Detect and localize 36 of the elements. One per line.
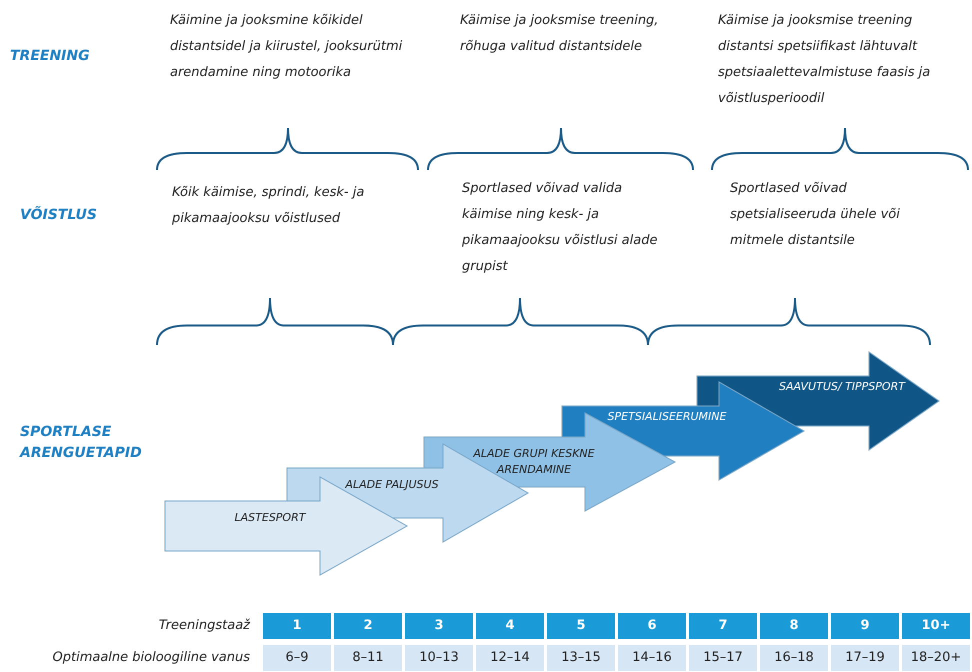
competition-text: Sportlased võivad spetsialiseeruda ühele või mitmele distantsile bbox=[730, 180, 901, 250]
table-cell: 5 bbox=[547, 613, 615, 639]
competition-text: Sportlased võivad valida käimise ning kesk- ja pikamaajooksu võistlusi alade grupist bbox=[462, 180, 658, 276]
table-cell: 7 bbox=[689, 613, 757, 639]
table-cell: 3 bbox=[405, 613, 473, 639]
row-label: Treeningstaaž bbox=[158, 617, 250, 635]
stage-label: LASTESPORT bbox=[234, 510, 308, 526]
row-heading: TREENING bbox=[10, 47, 91, 66]
table-cell: 8 bbox=[760, 613, 828, 639]
table-cell: 6 bbox=[618, 613, 686, 639]
table-cell: 2 bbox=[334, 613, 402, 639]
stage-label: ALADE GRUPI KESKNE ARENDAMINE bbox=[472, 446, 596, 478]
training-text: Käimise ja jooksmise treening distantsi spetsiifikast lähtuvalt spetsiaalettevalmistuse faasis ja võistlusperioodil bbox=[718, 12, 932, 108]
table-cell: 1 bbox=[263, 613, 331, 639]
training-text: Käimise ja jooksmise treening, rõhuga valitud distantsidele bbox=[460, 12, 660, 56]
stage-label: SPETSIALISEERUMINE bbox=[606, 409, 728, 425]
table-cell: 6–9 bbox=[263, 645, 331, 671]
table-cell: 9 bbox=[831, 613, 899, 639]
table-cell: 13–15 bbox=[547, 645, 615, 671]
training-text: Käimine ja jooksmine kõikidel distantsidel ja kiirustel, jooksurütmi arendamine ning motoorika bbox=[170, 12, 404, 82]
table-cell: 12–14 bbox=[476, 645, 544, 671]
row-heading: VÕISTLUS bbox=[20, 205, 98, 225]
competition-text: Kõik käimise, sprindi, kesk- ja pikamaajooksu võistlused bbox=[172, 184, 366, 228]
row-label: Optimaalne bioloogiline vanus bbox=[52, 649, 250, 667]
table-cell: 18–20+ bbox=[902, 645, 970, 671]
table-cell: 14–16 bbox=[618, 645, 686, 671]
table-cell: 16–18 bbox=[760, 645, 828, 671]
table-cell: 8–11 bbox=[334, 645, 402, 671]
table-cell: 15–17 bbox=[689, 645, 757, 671]
stage-label: ALADE PALJUSUS bbox=[344, 477, 440, 493]
table-cell: 17–19 bbox=[831, 645, 899, 671]
row-heading: SPORTLASE ARENGUETAPID bbox=[20, 423, 143, 463]
table-cell: 10+ bbox=[902, 613, 970, 639]
stage-label: SAAVUTUS/ TIPPSPORT bbox=[778, 379, 907, 395]
table-cell: 10–13 bbox=[405, 645, 473, 671]
table-cell: 4 bbox=[476, 613, 544, 639]
